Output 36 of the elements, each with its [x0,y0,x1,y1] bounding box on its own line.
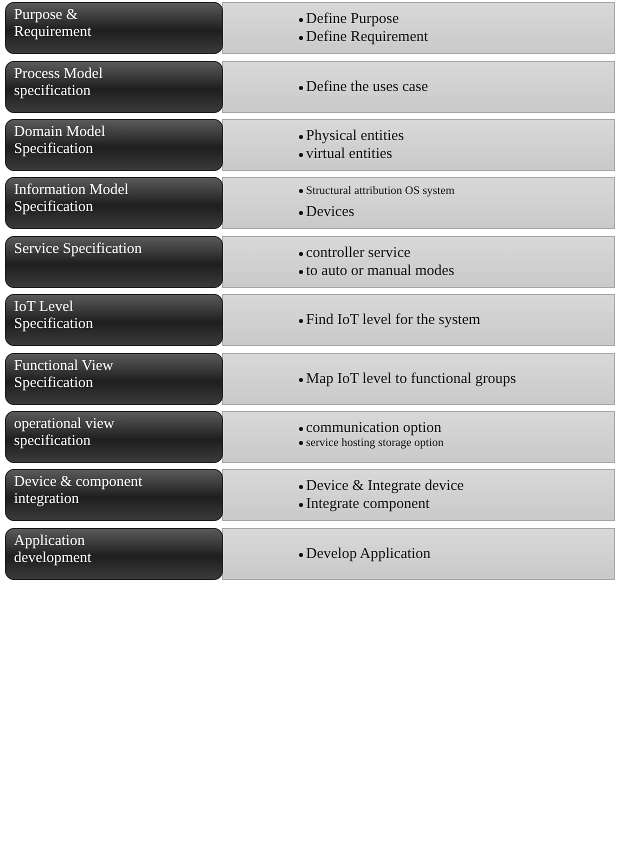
step-box: Functional View Specification [5,353,223,405]
detail-panel [222,177,615,229]
bullet-text: Define Purpose [306,10,399,28]
step-box: Process Model specification [5,61,223,113]
bullet-text: controller service [306,244,411,262]
bullet-text: Map IoT level to functional groups [306,370,516,388]
detail-panel [222,411,615,463]
bullet-text: to auto or manual modes [306,262,454,280]
step-box: Purpose & Requirement [5,2,223,54]
bullet-text: Physical entities [306,127,404,145]
detail-panel [222,61,615,113]
detail-panel [222,353,615,405]
step-box: Service Specification [5,236,223,288]
bullet-text: Devices [306,203,354,221]
bullet-text: virtual entities [306,145,392,163]
step-box: IoT Level Specification [5,294,223,346]
bullet-text: Define the uses case [306,78,428,96]
step-box: Device & component integration [5,469,223,521]
bullet-text: communication option [306,419,442,437]
bullet-text: Structural attribution OS system [306,185,455,197]
bullet-text: Define Requirement [306,28,428,46]
step-box: operational view specification [5,411,223,463]
step-box: Information Model Specification [5,177,223,229]
detail-panel [222,236,615,288]
bullet-text: service hosting storage option [306,437,444,449]
bullet-text: Find IoT level for the system [306,311,480,329]
bullet-text: Develop Application [306,545,431,563]
detail-panel [222,119,615,171]
step-box: Application development [5,528,223,580]
detail-panel [222,294,615,346]
detail-panel [222,469,615,521]
bullet-text: Integrate component [306,495,430,513]
detail-panel [222,2,615,54]
detail-panel [222,528,615,580]
bullet-text: Device & Integrate device [306,477,464,495]
step-box: Domain Model Specification [5,119,223,171]
